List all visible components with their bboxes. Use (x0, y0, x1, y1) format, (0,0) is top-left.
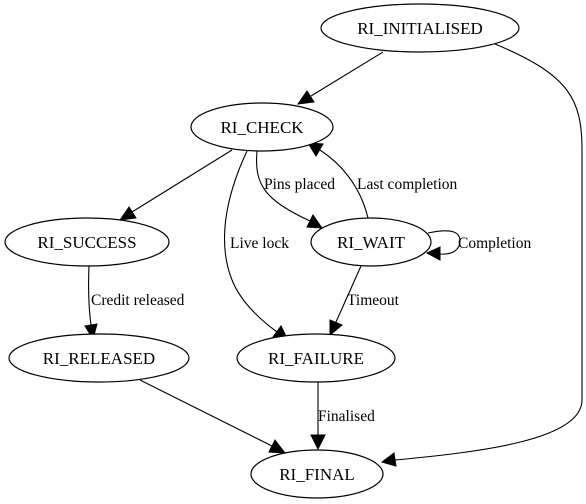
edge-line (394, 43, 583, 461)
edge-line (139, 379, 273, 447)
node-ellipse (310, 217, 432, 267)
edge-line (255, 150, 311, 222)
edge-wait-self-loop (425, 230, 461, 261)
edge-label-last-completion: Last completion (357, 176, 458, 193)
node-ri-failure: RI_FAILURE (236, 333, 396, 383)
node-label: RI_RELEASED (43, 349, 155, 368)
edge-check-to-success (118, 149, 233, 221)
node-ri-success: RI_SUCCESS (4, 217, 170, 267)
node-ellipse (8, 333, 190, 383)
arrowhead (310, 434, 326, 451)
edge-wait-to-check (307, 142, 369, 219)
node-ellipse (250, 449, 384, 499)
edge-line (224, 150, 278, 333)
arrowhead (296, 90, 315, 105)
edge-failure-to-final (310, 382, 326, 451)
node-label: RI_WAIT (337, 233, 406, 252)
node-ri-wait: RI_WAIT (310, 217, 432, 267)
arrowhead (306, 214, 324, 229)
node-label: RI_CHECK (220, 118, 304, 137)
edge-line (88, 265, 92, 326)
edge-label-pins-placed: Pins placed (264, 176, 335, 193)
edge-initialised-to-check (296, 51, 384, 105)
node-label: RI_INITIALISED (357, 19, 483, 38)
node-ellipse (320, 3, 520, 53)
edge-label-timeout: Timeout (347, 292, 400, 309)
arrowhead (118, 206, 137, 221)
edge-wait-to-failure (329, 265, 362, 337)
arrowhead (268, 439, 287, 454)
edge-check-to-wait (255, 150, 324, 229)
edge-line (131, 149, 233, 213)
node-ellipse (190, 102, 334, 152)
arrowhead (329, 319, 343, 337)
edge-label-live-lock: Live lock (230, 235, 289, 252)
node-ellipse (4, 217, 170, 267)
edge-initialised-to-final (380, 43, 583, 467)
edge-label-completion: Completion (458, 235, 531, 252)
arrowhead (307, 142, 324, 157)
node-label: RI_FAILURE (268, 349, 364, 368)
node-ri-check: RI_CHECK (190, 102, 334, 152)
edge-line (310, 51, 384, 97)
edge-line (335, 265, 362, 323)
edge-line (319, 149, 369, 219)
edge-label-finalised: Finalised (318, 408, 375, 425)
node-label: RI_SUCCESS (37, 233, 136, 252)
arrowhead (425, 246, 441, 261)
node-ri-initialised: RI_INITIALISED (320, 3, 520, 53)
node-label: RI_FINAL (279, 465, 355, 484)
edge-released-to-final (139, 379, 287, 454)
edge-line (427, 230, 461, 255)
node-ellipse (236, 333, 396, 383)
arrowhead (380, 452, 397, 467)
edge-label-credit-released: Credit released (91, 292, 185, 309)
node-ri-final: RI_FINAL (250, 449, 384, 499)
node-ri-released: RI_RELEASED (8, 333, 190, 383)
